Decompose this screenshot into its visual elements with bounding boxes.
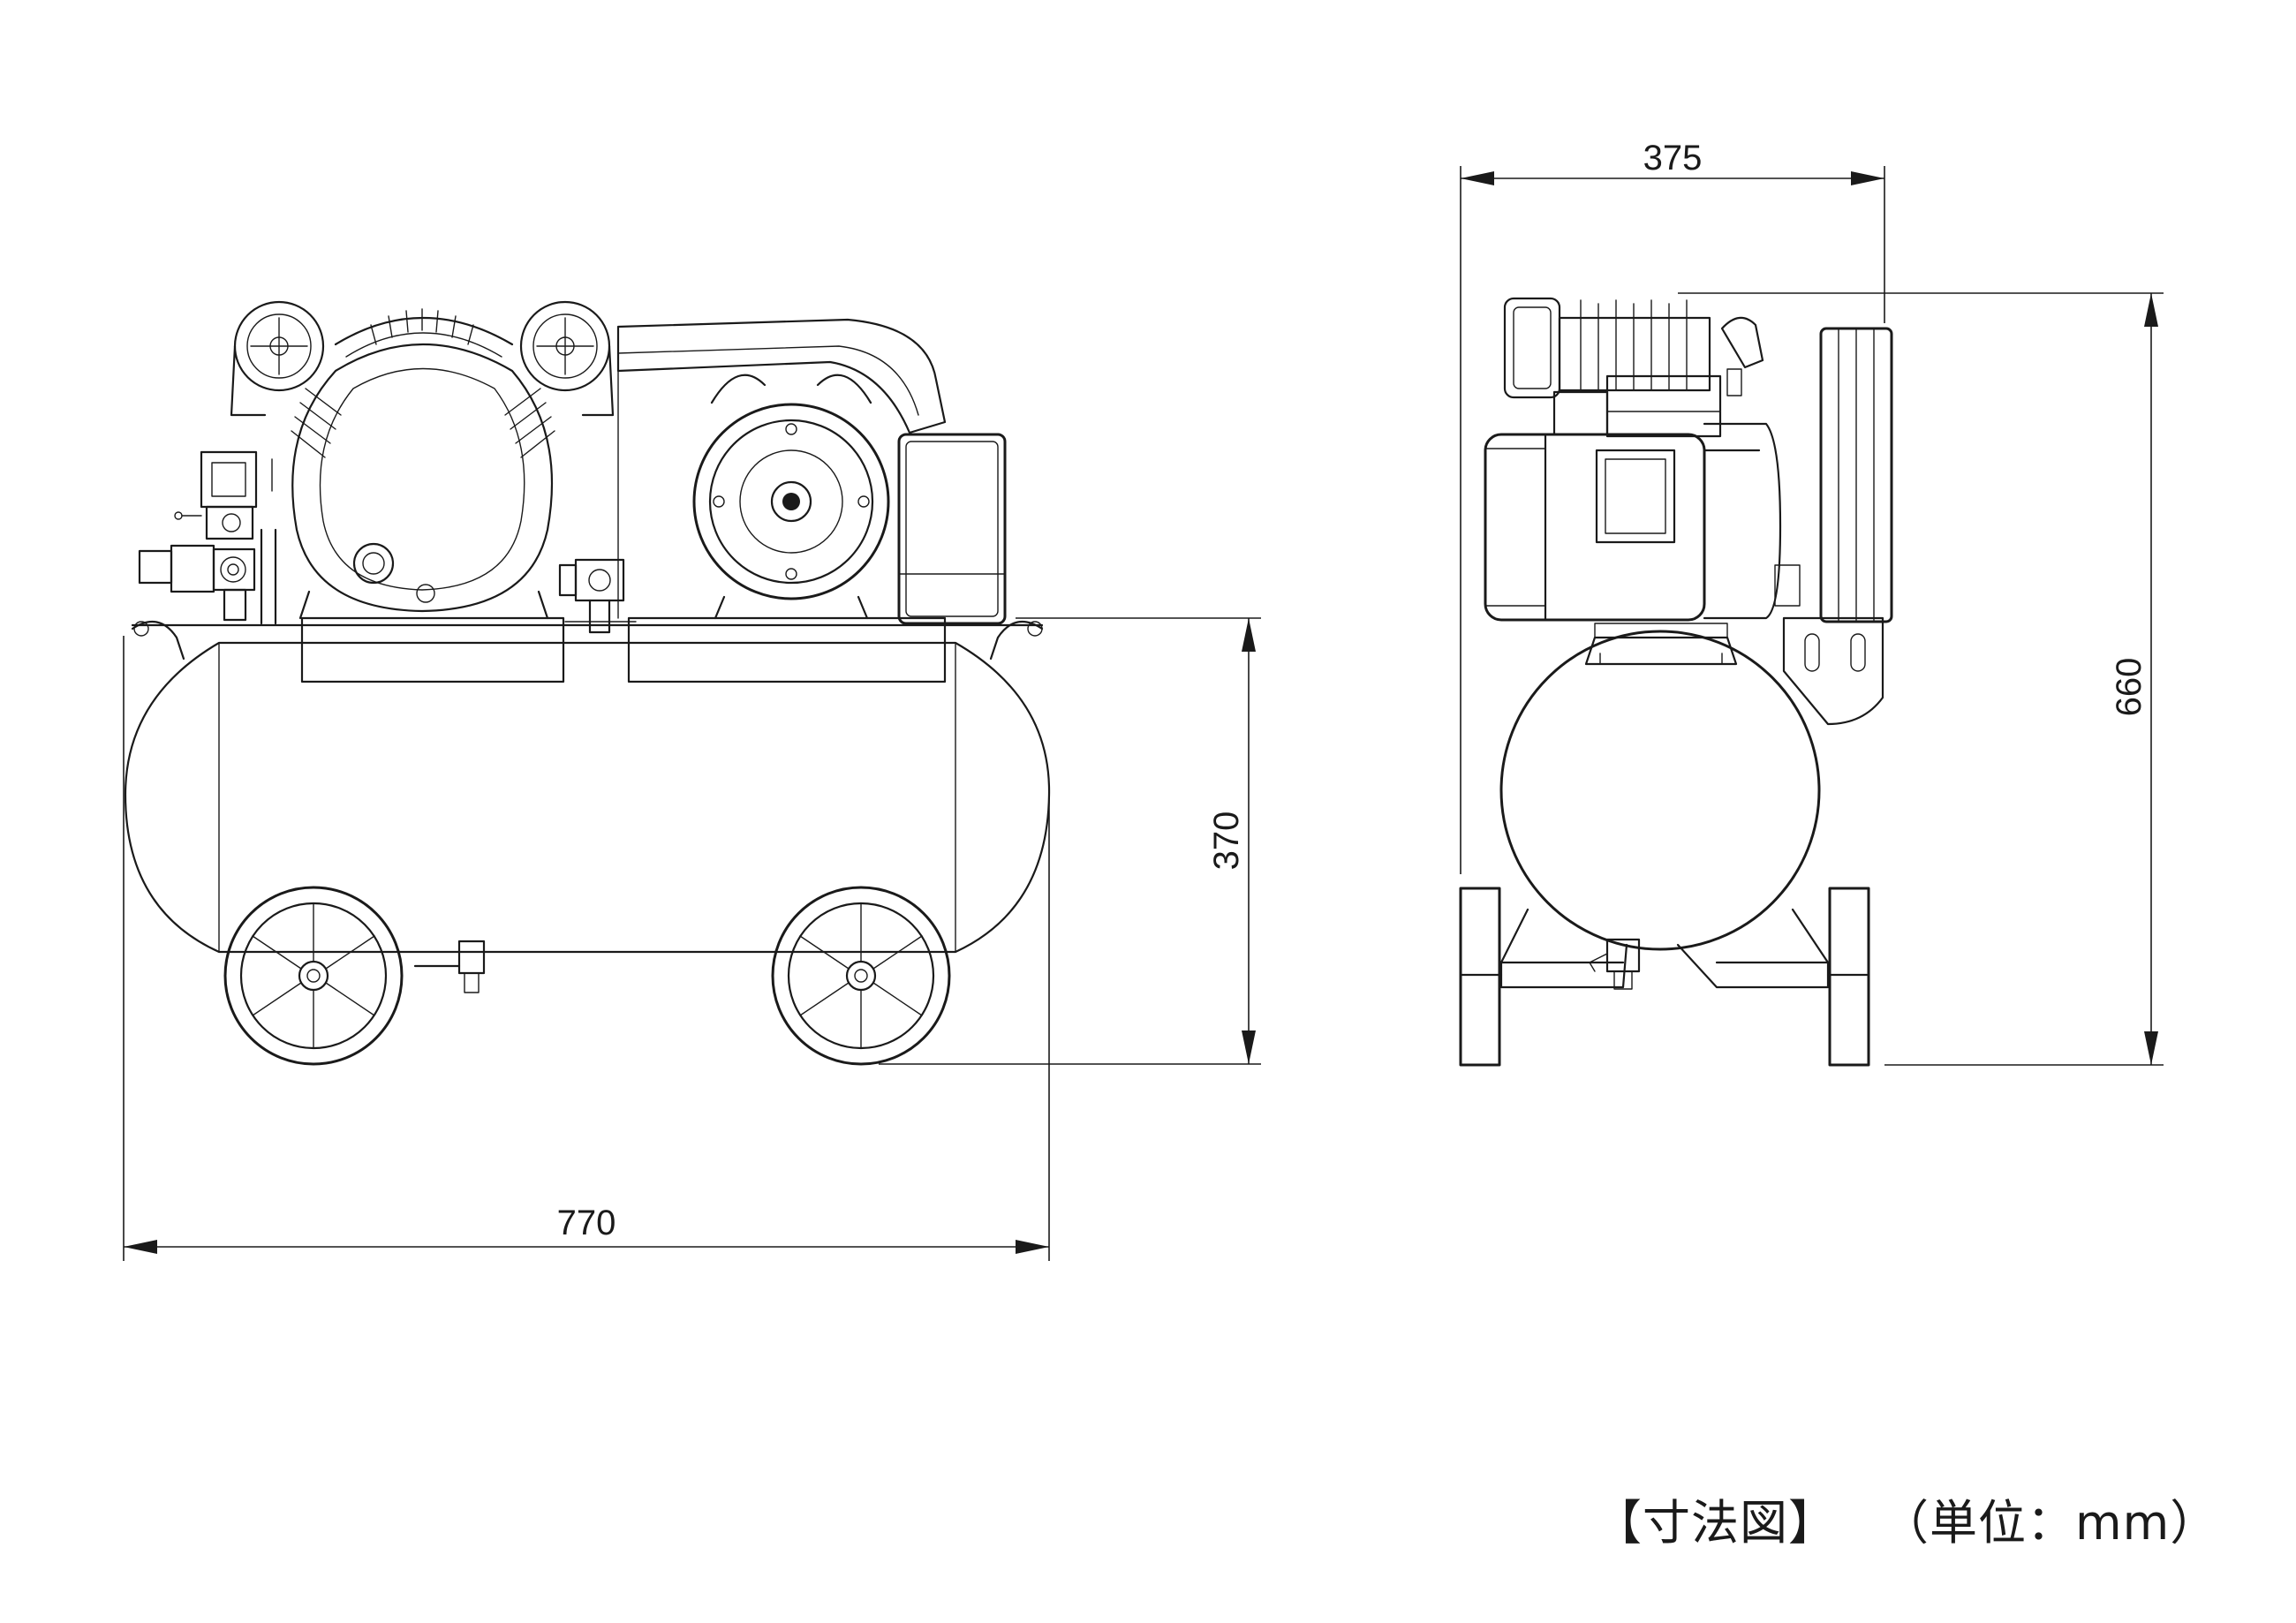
hook-right [989, 620, 1044, 661]
hook-left [131, 620, 185, 661]
side-view-dimensions: 375 660 [1460, 139, 2164, 1066]
wheel-left [223, 886, 404, 1066]
outlet-valve [138, 528, 277, 625]
cylinder-head-left [230, 300, 325, 417]
base-plate-left [300, 616, 565, 683]
motor [692, 374, 890, 620]
belt-guard [616, 318, 947, 434]
dimension-height-total: 660 [2110, 658, 2149, 717]
front-view-compressor [124, 300, 1051, 1066]
drawing-caption: 【寸法図】 （単位：mm） [1594, 1483, 2218, 1553]
base-plate-right [627, 616, 947, 683]
wheel-side-left [1459, 887, 1501, 1067]
cylinder-head-right [519, 300, 615, 417]
front-view-dimensions: 770 370 [123, 617, 1261, 1261]
wheel-right [771, 886, 951, 1066]
motor-bracket [1774, 564, 1884, 726]
motor-side [1484, 422, 1782, 622]
cooling-fins-top [334, 308, 514, 358]
dimension-height-tank: 370 [1207, 812, 1246, 871]
caption-unit: （単位：mm） [1881, 1495, 2219, 1551]
caption-title: 【寸法図】 [1594, 1495, 1837, 1551]
side-view-compressor [1459, 297, 1893, 1067]
air-tank-end [1499, 630, 1821, 951]
dimension-width-front: 770 [557, 1204, 616, 1242]
crankcase [291, 343, 555, 620]
wheel-side-right [1828, 887, 1870, 1067]
pump-head-side [1503, 297, 1764, 438]
terminal-box [897, 433, 1007, 625]
pressure-switch [174, 450, 273, 540]
air-tank [124, 641, 1051, 954]
check-valve [558, 558, 637, 634]
pulley-side [1819, 327, 1893, 623]
drain-valve [413, 940, 486, 993]
wheel-frame [1459, 908, 1869, 990]
dimension-depth-side: 375 [1643, 139, 1703, 177]
